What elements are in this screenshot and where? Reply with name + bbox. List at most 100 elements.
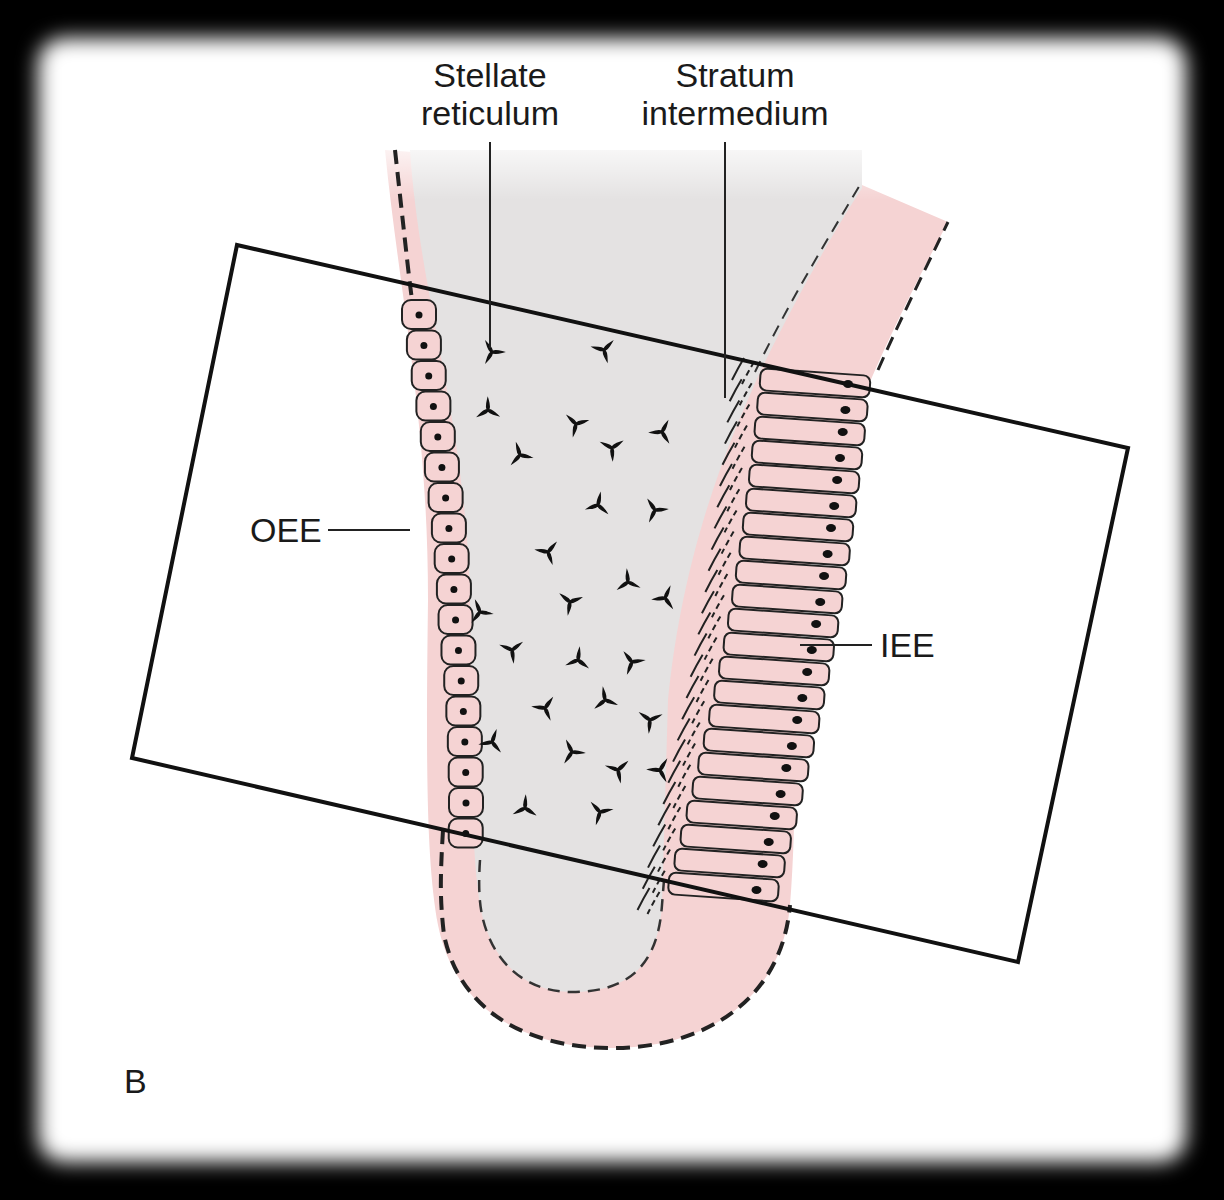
stratum-intermedium-cell [705, 638, 717, 660]
cell-nucleus [438, 464, 445, 471]
cell-nucleus [829, 502, 839, 510]
stratum-intermedium-cell [723, 443, 735, 465]
oee-cell [439, 605, 473, 634]
cell-nucleus [823, 550, 833, 558]
stratum-intermedium-cell [733, 447, 745, 469]
oee-cell [441, 636, 475, 665]
stellate-cell [479, 399, 498, 416]
part-label: Stratum intermedium [610, 56, 860, 132]
stratum-intermedium-cell [663, 782, 675, 804]
cell-nucleus [776, 790, 786, 798]
cell-nucleus [450, 586, 457, 593]
cell-nucleus [811, 620, 821, 628]
cell-nucleus [792, 716, 802, 724]
stellate-cell [654, 588, 671, 607]
stellate-cell [593, 342, 611, 360]
stratum-intermedium-cell [709, 549, 721, 571]
cell-nucleus [815, 598, 825, 606]
stellate-cell [568, 416, 587, 434]
oee-cell [429, 483, 463, 512]
panel-letter: B [124, 1062, 147, 1100]
stellate-cell [608, 763, 627, 781]
cell-nucleus [835, 454, 845, 462]
stratum-intermedium-cell [668, 761, 680, 783]
stratum-intermedium-cell [742, 362, 754, 384]
cell-nucleus [840, 406, 850, 414]
stratum-intermedium-cell [673, 786, 685, 808]
stratum-intermedium-cell [697, 680, 709, 702]
stratum-intermedium-cell [701, 659, 713, 681]
stellate-cell [568, 649, 587, 667]
cell-nucleus [448, 556, 455, 563]
stellate-cell [486, 342, 503, 361]
stellate-cell [537, 544, 555, 563]
stellate-cell [481, 732, 499, 751]
cell-nucleus [445, 525, 452, 532]
oee-cell [412, 361, 446, 390]
stratum-intermedium-cell [683, 744, 695, 766]
oee-cell [421, 422, 455, 451]
cell-nucleus [455, 647, 462, 654]
cell-nucleus [434, 434, 441, 441]
cell-nucleus [751, 886, 761, 894]
leader-line [724, 142, 726, 398]
stratum-intermedium-cell [637, 888, 649, 910]
stratum-intermedium-cell [719, 553, 731, 575]
stratum-intermedium-cell [695, 634, 707, 656]
cell-nucleus [416, 312, 423, 319]
stellate-cell [473, 602, 491, 621]
stratum-intermedium-cell [678, 765, 690, 787]
stellate-cell [593, 804, 611, 823]
leader-line [489, 142, 491, 348]
cell-nucleus [425, 373, 432, 380]
stratum-intermedium-cell [725, 510, 737, 532]
stratum-intermedium-cell [727, 400, 739, 422]
stratum-intermedium-cell [648, 846, 660, 868]
cell-nucleus [787, 742, 797, 750]
cell-nucleus [452, 617, 459, 624]
stratum-intermedium-cell [698, 612, 710, 634]
stellate-cell [566, 742, 583, 761]
stratum-intermedium-cell [737, 404, 749, 426]
stellate-reticulum-ground [410, 150, 862, 992]
cell-nucleus [819, 572, 829, 580]
stratum-intermedium-cell [705, 570, 717, 592]
cell-nucleus [838, 428, 848, 436]
stellate-cell [588, 494, 607, 512]
oee-cell [407, 331, 441, 360]
stellate-cell [515, 797, 534, 814]
cell-nucleus [770, 812, 780, 820]
stratum-intermedium-cell [717, 485, 729, 507]
leader-line [800, 644, 872, 646]
cell-nucleus [758, 860, 768, 868]
stratum-intermedium-cell [673, 740, 685, 762]
cell-nucleus [802, 668, 812, 676]
leader-line [328, 529, 410, 531]
cell-nucleus [458, 678, 465, 685]
cell-nucleus [430, 403, 437, 410]
stratum-intermedium-cell [740, 383, 752, 405]
stratum-intermedium-cell [712, 528, 724, 550]
part-label: IEE [880, 626, 935, 664]
stratum-intermedium-cell [702, 591, 714, 613]
stratum-intermedium-cell [682, 697, 694, 719]
cell-nucleus [442, 495, 449, 502]
stratum-intermedium-cell [715, 574, 727, 596]
stratum-intermedium-cell [730, 468, 742, 490]
oee-cell [449, 758, 483, 787]
oee-cell [444, 666, 478, 695]
cell-nucleus [420, 342, 427, 349]
stratum-intermedium-cell [712, 595, 724, 617]
inner-dashed-edge [479, 860, 664, 992]
oee-cell [416, 392, 450, 421]
oee-cell [437, 575, 471, 604]
cell-nucleus [797, 694, 807, 702]
oee-cell [449, 788, 483, 817]
stellate-cell [534, 699, 551, 718]
oee-cell [448, 727, 482, 756]
paper-ground [38, 38, 1186, 1162]
stellate-cell [619, 571, 638, 588]
stratum-intermedium-cell [720, 464, 732, 486]
stratum-intermedium-cell [708, 616, 720, 638]
stratum-intermedium-cell [715, 506, 727, 528]
